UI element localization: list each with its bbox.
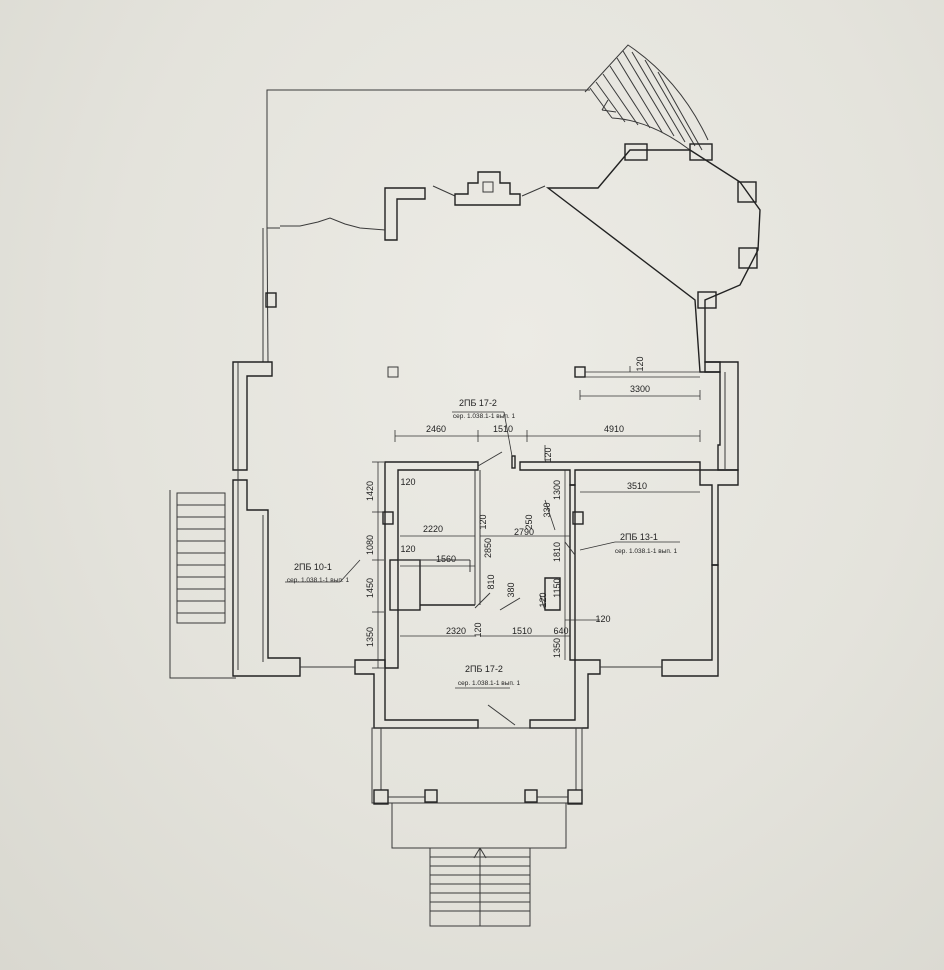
dim-1510-bottom: 1510 xyxy=(512,626,532,636)
dim-640: 640 xyxy=(553,626,568,636)
dim-120-b: 120 xyxy=(543,447,553,462)
dim-3510: 3510 xyxy=(627,481,647,491)
dim-2220: 2220 xyxy=(423,524,443,534)
right-walls xyxy=(574,361,739,677)
left-walls xyxy=(232,227,399,677)
beam-label-right: 2ПБ 13-1 xyxy=(620,532,658,542)
dim-3300: 3300 xyxy=(630,384,650,394)
dim-1420: 1420 xyxy=(365,481,375,501)
dim-4910: 4910 xyxy=(604,424,624,434)
dim-810: 810 xyxy=(486,574,496,589)
dim-120-a: 120 xyxy=(635,356,645,371)
dim-120-h: 120 xyxy=(595,614,610,624)
beam-label-top: 2ПБ 17-2 xyxy=(459,398,497,408)
beam-series-top: сер. 1.038.1-1 вып. 1 xyxy=(453,413,516,420)
dim-120-g: 120 xyxy=(473,622,483,637)
dim-1350-left: 1350 xyxy=(365,627,375,647)
dim-2460: 2460 xyxy=(426,424,446,434)
beam-series-left: сер. 1.038.1-1 вып. 1 xyxy=(287,577,350,584)
dim-1300: 1300 xyxy=(552,480,562,500)
dim-120-e: 120 xyxy=(400,544,415,554)
dim-2790: 2790 xyxy=(514,527,534,537)
dimension-lines xyxy=(285,366,701,689)
dim-1350-right: 1350 xyxy=(552,638,562,658)
dim-330: 330 xyxy=(542,502,552,517)
beam-label-bottom: 2ПБ 17-2 xyxy=(465,664,503,674)
dimension-values: 120 3300 2460 1510 4910 120 1420 120 130… xyxy=(365,356,650,658)
dim-120-f: 120 xyxy=(538,592,548,607)
beam-labels: 2ПБ 17-2 сер. 1.038.1-1 вып. 1 2ПБ 10-1 … xyxy=(287,398,678,687)
beam-series-right: сер. 1.038.1-1 вып. 1 xyxy=(615,548,678,555)
dim-2850: 2850 xyxy=(483,538,493,558)
dim-120-d: 120 xyxy=(478,514,488,529)
beam-series-bottom: сер. 1.038.1-1 вып. 1 xyxy=(458,680,521,687)
dim-1510-top: 1510 xyxy=(493,424,513,434)
dim-2320: 2320 xyxy=(446,626,466,636)
dim-250: 250 xyxy=(524,514,534,529)
curved-stair xyxy=(584,44,709,151)
terrace-outline xyxy=(266,89,590,229)
dim-1450: 1450 xyxy=(365,578,375,598)
top-walls xyxy=(280,143,761,373)
dim-1150: 1150 xyxy=(552,578,562,597)
dim-1080: 1080 xyxy=(365,535,375,555)
beam-label-left: 2ПБ 10-1 xyxy=(294,562,332,572)
dim-380: 380 xyxy=(506,582,516,597)
dim-1810: 1810 xyxy=(552,542,562,562)
dim-120-c: 120 xyxy=(400,477,415,487)
left-stair xyxy=(169,490,236,679)
dim-1560: 1560 xyxy=(436,554,456,564)
front-stair xyxy=(429,847,531,927)
